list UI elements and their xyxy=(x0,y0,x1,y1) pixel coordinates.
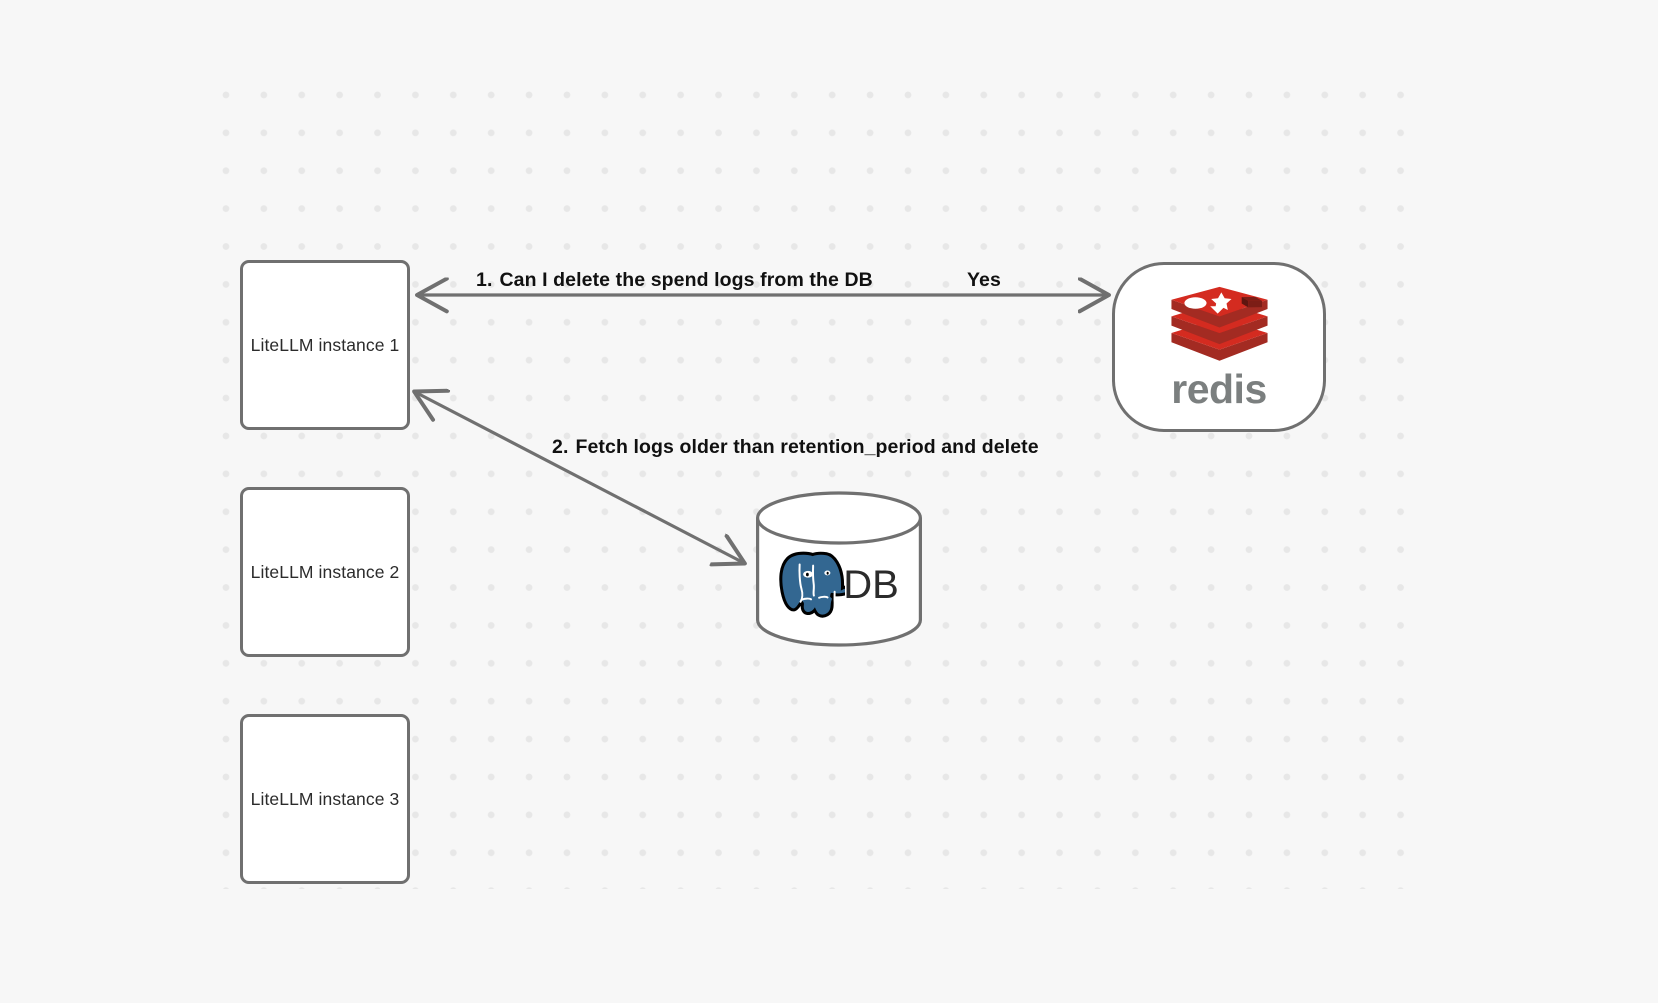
postgresql-elephant-icon xyxy=(779,551,846,618)
database-label-group: DB xyxy=(753,542,925,628)
edge-label-text: Can I delete the spend logs from the DB xyxy=(499,269,873,291)
edge-label-text: Fetch logs older than retention_period a… xyxy=(575,436,1039,458)
node-label: LiteLLM instance 3 xyxy=(250,788,400,809)
edge-litellm1-db xyxy=(415,392,744,563)
redis-logo: redis xyxy=(1162,285,1277,410)
edge-step-number: 2. xyxy=(552,436,569,458)
edge-label-reply: Yes xyxy=(967,269,1001,291)
node-litellm-instance-3[interactable]: LiteLLM instance 3 xyxy=(240,714,410,884)
node-label: LiteLLM instance 2 xyxy=(250,561,400,582)
edge-step-number: 1. xyxy=(476,269,493,291)
edge-label-step-2: 2. Fetch logs older than retention_period… xyxy=(552,436,1039,459)
node-database[interactable]: DB xyxy=(753,490,925,648)
node-litellm-instance-2[interactable]: LiteLLM instance 2 xyxy=(240,487,410,657)
redis-stack-icon xyxy=(1170,286,1268,361)
database-label: DB xyxy=(843,563,899,607)
edge-label-step-1: 1. Can I delete the spend logs from the D… xyxy=(476,269,873,292)
node-label: LiteLLM instance 1 xyxy=(250,334,400,355)
node-litellm-instance-1[interactable]: LiteLLM instance 1 xyxy=(240,260,410,430)
redis-wordmark: redis xyxy=(1171,365,1267,412)
node-redis[interactable]: redis xyxy=(1112,262,1326,432)
